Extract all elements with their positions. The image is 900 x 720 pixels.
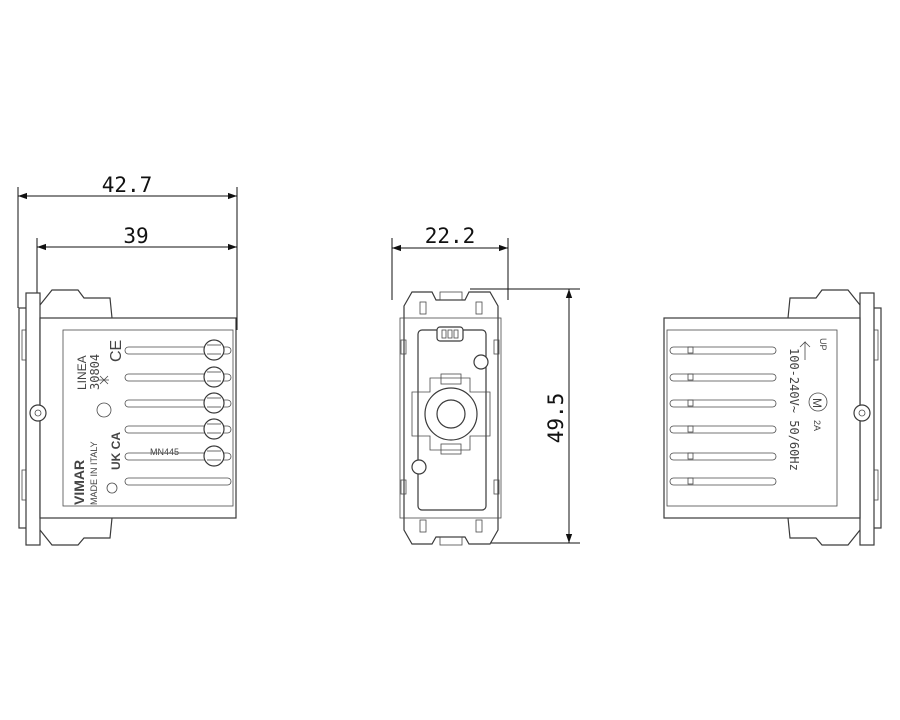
recycle-icon [96, 402, 112, 418]
terminal-slot [124, 399, 232, 408]
led-indicator [436, 326, 464, 342]
line-mark: LINEA [75, 355, 89, 390]
terminal-slot [669, 346, 777, 355]
left-side-view: VIMAR MADE IN ITALY LINEA 30804 UK CA CE… [18, 289, 237, 546]
screw [203, 339, 225, 361]
module-circle-icon [808, 392, 828, 412]
dimension-height: 49.5 [470, 288, 580, 544]
screw [203, 366, 225, 388]
dim-label-body-depth: 39 [123, 224, 148, 248]
voltage-mark: 100-240V~ 50/60Hz [787, 348, 801, 471]
terminal-slot [124, 373, 232, 382]
ce-mark: CE [108, 340, 125, 362]
terminal-slot [669, 425, 777, 434]
dimension-width: 22.2 [391, 224, 509, 300]
right-side-view: UP 100-240V~ 50/60Hz M 2A [663, 289, 882, 546]
ukca-mark: UK CA [109, 432, 123, 470]
terminal-marker [687, 399, 694, 407]
screw [203, 445, 225, 467]
tag-mark: MN445 [150, 447, 179, 457]
screw [203, 418, 225, 440]
terminal-marker [687, 346, 694, 354]
front-view [399, 291, 502, 546]
terminal-slot [669, 477, 777, 486]
up-label: UP [818, 338, 828, 351]
current-mark: 2A [812, 420, 822, 431]
weee-icon [99, 375, 109, 385]
terminal-marker [687, 425, 694, 433]
dimension-overall-depth: 42.7 [17, 173, 238, 330]
terminal-slot [124, 452, 232, 461]
dim-label-height: 49.5 [544, 393, 568, 444]
terminal-slot [669, 452, 777, 461]
ground-icon [106, 482, 118, 494]
code-mark: 30804 [88, 354, 102, 390]
terminal-slot [669, 399, 777, 408]
brand-mark: VIMAR [71, 460, 87, 505]
module-letter: M [810, 398, 824, 408]
screw [203, 392, 225, 414]
terminal-slot [124, 346, 232, 355]
terminal-slot [669, 373, 777, 382]
dim-label-width: 22.2 [425, 224, 476, 248]
terminal-marker [687, 477, 694, 485]
up-arrow-icon [799, 341, 811, 360]
terminal-marker [687, 373, 694, 381]
terminal-slots [669, 346, 777, 486]
terminal-slots [124, 346, 232, 486]
dim-label-overall-depth: 42.7 [102, 173, 153, 197]
terminal-slot [124, 477, 232, 486]
terminal-marker [687, 452, 694, 460]
terminal-slot [124, 425, 232, 434]
dimension-body-depth: 39 [36, 224, 237, 308]
made-in-mark: MADE IN ITALY [89, 441, 99, 505]
terminal-screws [203, 339, 225, 467]
